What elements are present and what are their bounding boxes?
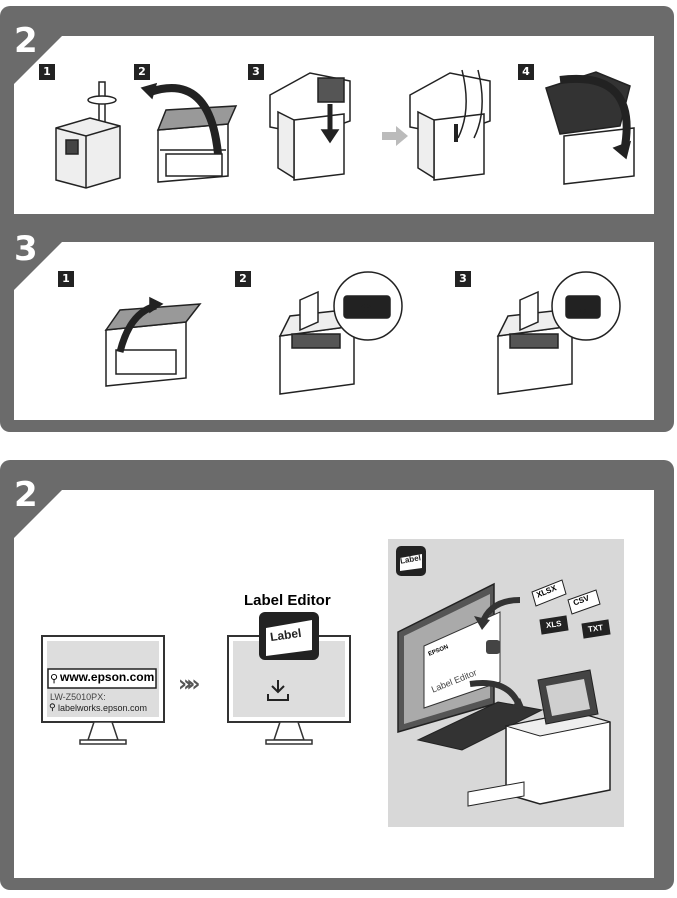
step-badge: 2 — [235, 271, 251, 287]
step-badge: 3 — [248, 64, 264, 80]
search-icon: ⚲ — [50, 672, 59, 685]
section-number: 2 — [14, 475, 38, 515]
step-badge: 1 — [58, 271, 74, 287]
svg-text:↓: ↓ — [578, 302, 588, 316]
svg-text:⏻: ⏻ — [361, 302, 371, 316]
search-icon: ⚲ — [49, 703, 56, 713]
model-label: LW-Z5010PX: — [50, 692, 106, 702]
website-url-2: labelworks.epson.com — [58, 703, 148, 713]
label-editor-title: Label Editor — [244, 592, 331, 609]
section-number: 2 — [14, 21, 38, 61]
step-badge: 1 — [39, 64, 55, 80]
step-badge: 4 — [518, 64, 534, 80]
section-number: 3 — [14, 229, 38, 269]
step-badge: 3 — [455, 271, 471, 287]
website-url: www.epson.com — [60, 670, 155, 684]
step-badge: 2 — [134, 64, 150, 80]
